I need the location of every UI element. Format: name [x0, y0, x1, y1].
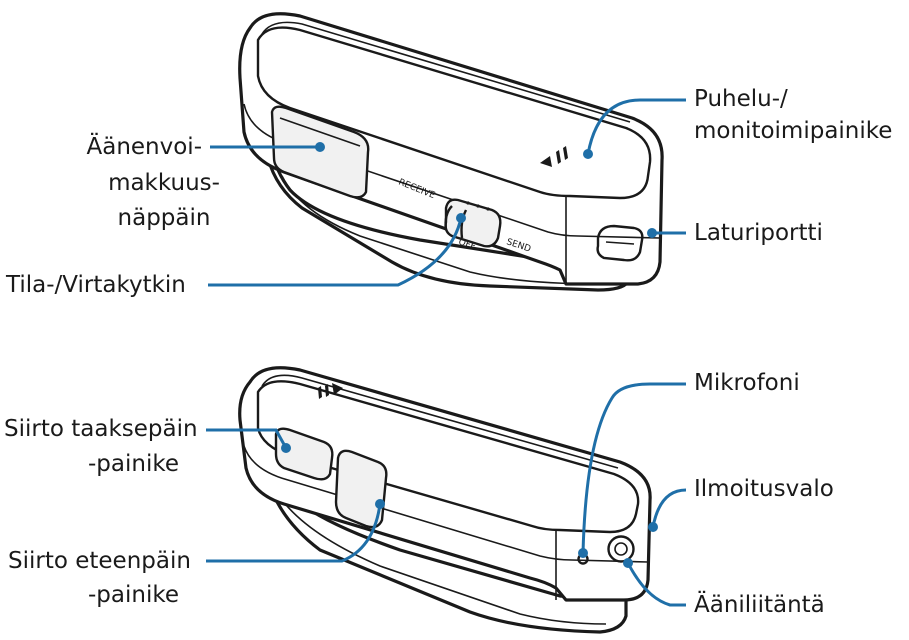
label-charger-port: Laturiportti	[694, 220, 823, 246]
label-previous-button-line1: Siirto taaksepäin	[4, 416, 198, 442]
charger-port-slot	[605, 241, 635, 245]
bottom-device-body	[238, 366, 652, 602]
audio-jack	[607, 535, 635, 563]
top-device: RECEIVE SEND OFF	[238, 12, 664, 292]
label-call-button-line1: Puhelu-/	[694, 86, 788, 112]
bottom-lid-seam	[243, 445, 649, 563]
bottom-clip-edge	[281, 499, 607, 625]
play-pause-icon	[540, 146, 568, 167]
label-call-button-line2: monitoimipainike	[694, 118, 893, 144]
label-microphone: Mikrofoni	[694, 370, 800, 396]
switch-knob-mid	[460, 209, 468, 239]
charger-port	[596, 224, 644, 262]
label-volume-key-line2: makkuus-	[108, 170, 220, 196]
next-button[interactable]	[334, 449, 388, 529]
leader-audio-jack	[626, 562, 686, 607]
volume-key-ridge	[279, 117, 361, 147]
label-mode-switch: Tila-/Virtakytkin	[6, 272, 186, 298]
bottom-device	[238, 366, 657, 634]
label-indicator-light: Ilmoitusvalo	[694, 476, 834, 502]
label-next-button-line2: -painike	[88, 582, 180, 608]
previous-button[interactable]	[274, 427, 334, 481]
top-lid-face	[256, 26, 652, 200]
bottom-play-pause-icon	[318, 383, 343, 399]
leader-indicator-light	[651, 488, 687, 528]
leader-lines	[206, 98, 687, 607]
switch-knob-left	[444, 205, 453, 231]
top-lid-highlight	[261, 21, 631, 123]
volume-key[interactable]	[270, 105, 370, 199]
top-lid-seam	[243, 103, 661, 239]
leader-call-button	[586, 98, 686, 155]
label-volume-key-line3: näppäin	[117, 205, 211, 231]
bottom-belt-clip	[266, 468, 628, 634]
leader-mode-switch	[208, 217, 463, 287]
label-previous-button-line2: -painike	[88, 451, 180, 477]
leader-previous-button	[206, 428, 288, 449]
label-next-button-line1: Siirto eteenpäin	[8, 548, 191, 574]
label-audio-jack: Ääniliitäntä	[694, 592, 825, 618]
label-volume-key-line1: Äänenvoi-	[86, 134, 202, 160]
leader-next-button	[206, 503, 382, 563]
bottom-lid-highlight	[261, 374, 619, 469]
mode-switch[interactable]	[444, 198, 502, 248]
top-clip-edge	[281, 175, 601, 285]
leader-microphone	[581, 382, 686, 554]
